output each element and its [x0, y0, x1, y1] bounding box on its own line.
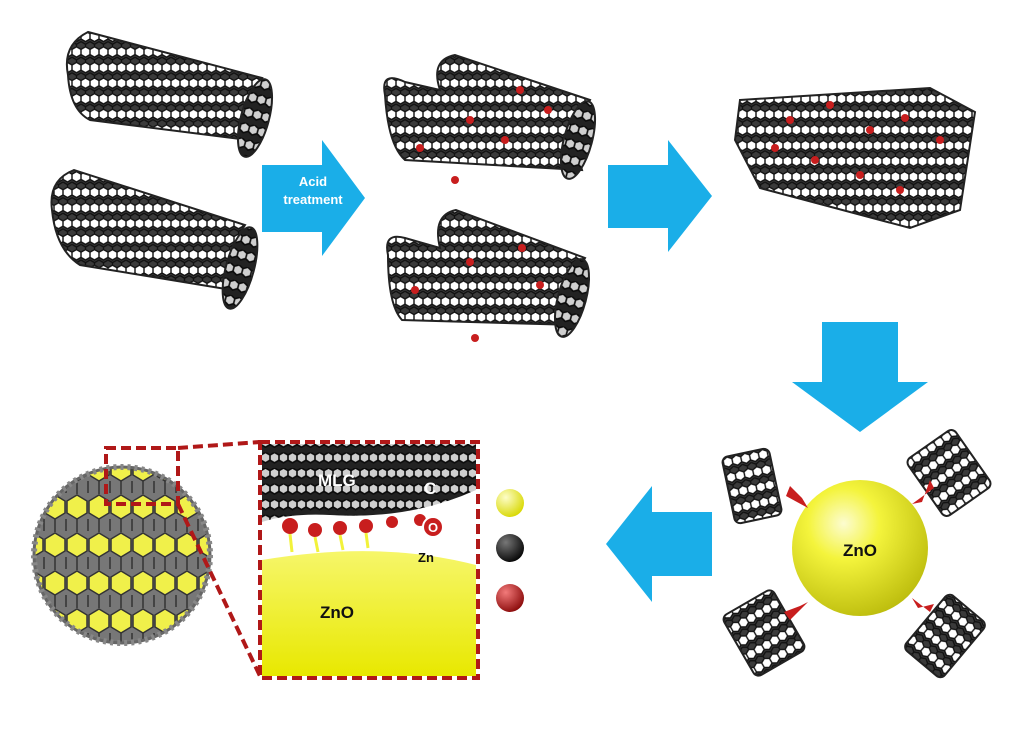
flow-arrow-left: [606, 486, 712, 602]
zoom-line-bottom: [176, 503, 262, 677]
o-atom-ball: [496, 584, 524, 612]
pristine-nanotube-bottom: [50, 168, 259, 310]
treatment-label: treatment: [283, 192, 343, 207]
zoom-box: [104, 446, 180, 506]
c-atom-ball: [496, 534, 524, 562]
interface-inset: MLG C O Zn ZnO: [258, 440, 480, 680]
graphene-flake-bottom-left: [722, 589, 806, 677]
attach-arrows: [784, 480, 934, 620]
flow-arrow-down: [792, 322, 928, 432]
atom-legend: [496, 489, 524, 612]
unzipping-nanotube-top: [383, 53, 597, 184]
graphene-flake-top-left: [721, 447, 783, 525]
graphene-flake-bottom-right: [904, 593, 986, 679]
mlg-coated-zno-sphere: [31, 464, 213, 646]
multilayer-graphene-sheet: [733, 86, 977, 230]
zno-sphere: ZnO: [792, 480, 928, 616]
zoom-line-top: [177, 440, 261, 450]
zno-sphere-label: ZnO: [843, 541, 877, 560]
oxygen-label: O: [428, 520, 438, 535]
zn-atom-ball: [496, 489, 524, 517]
oxygen-marker: [422, 516, 444, 538]
flow-arrow-2: [608, 140, 712, 252]
pristine-nanotube-top: [66, 30, 274, 158]
zinc-label: Zn: [418, 550, 434, 565]
mlg-label: MLG: [318, 471, 356, 490]
unzipping-nanotube-bottom: [386, 208, 591, 342]
graphene-flake-top-right: [906, 429, 992, 517]
acid-label: Acid: [299, 174, 327, 189]
acid-treatment-arrow: Acid treatment: [262, 140, 365, 256]
zno-inset-label: ZnO: [320, 603, 354, 622]
carbon-label: C: [424, 479, 436, 498]
